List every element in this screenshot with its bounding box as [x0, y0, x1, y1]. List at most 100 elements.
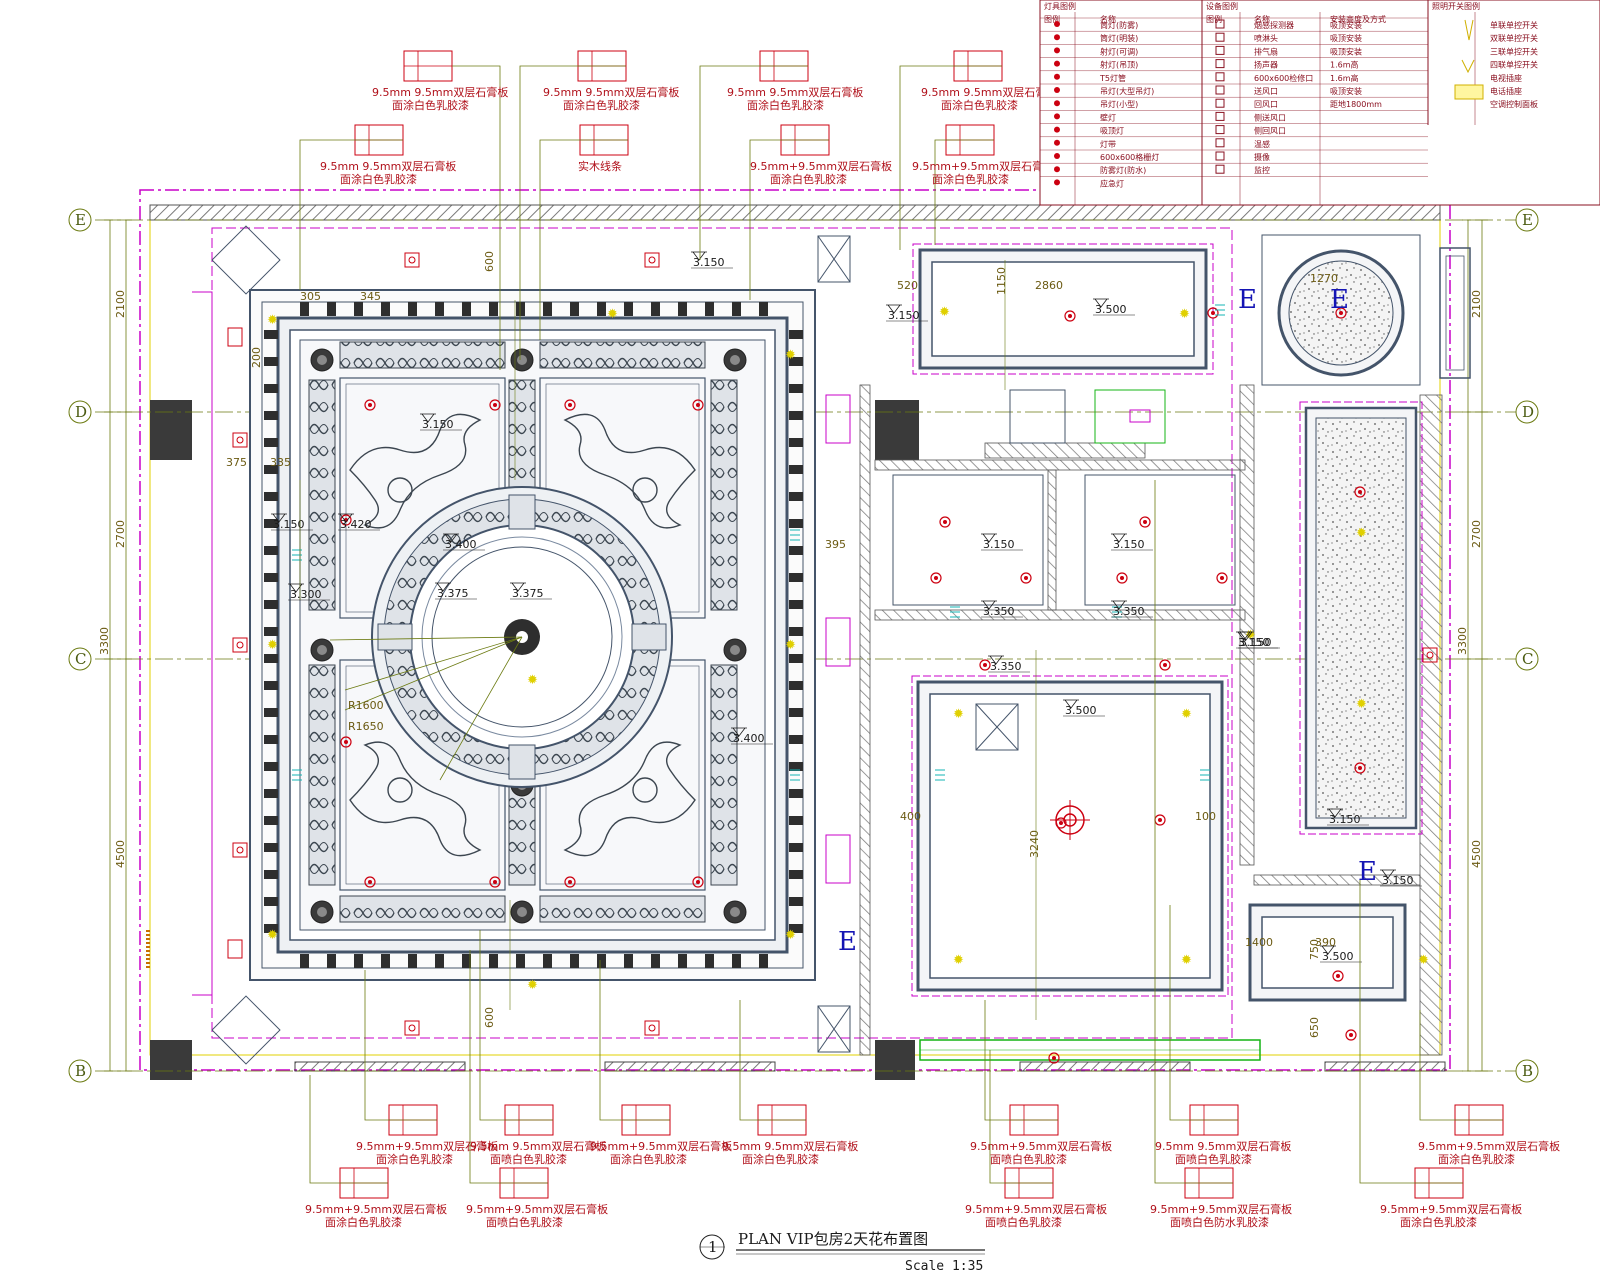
dim-left-1: 2100 [114, 290, 127, 318]
legend-device-height: 吸顶安装 [1330, 33, 1362, 43]
callout-material: 9.5mm 9.5mm双层石膏板 [372, 85, 508, 99]
plan-dimension: R1600 [348, 699, 384, 712]
plan-dimension: 400 [900, 810, 921, 823]
legend-device-item: 排气扇 [1254, 46, 1278, 56]
svg-text:✹: ✹ [1418, 953, 1429, 968]
svg-text:✹: ✹ [1245, 628, 1256, 643]
callout-material: 9.5mm 9.5mm双层石膏板 [320, 159, 456, 173]
callout-finish: 面涂白色乳胶漆 [610, 1152, 687, 1166]
callout-finish: 面涂白色乳胶漆 [1400, 1215, 1477, 1229]
callout-finish: 面涂白色乳胶漆 [747, 98, 824, 112]
callout-finish: 面涂白色乳胶漆 [742, 1152, 819, 1166]
level-value: 3.350 [990, 660, 1022, 673]
plan-dimension: 375 [226, 456, 247, 469]
level-marker: 3.500 [1320, 945, 1362, 963]
plan-dimension: 335 [270, 456, 291, 469]
wall-niches [192, 225, 281, 1065]
grid-bubble: C [68, 647, 92, 671]
grid-bubble: E [68, 208, 92, 232]
callout-material: 9.5mm+9.5mm双层石膏板 [466, 1202, 608, 1216]
legend-switch-item: 电视插座 [1490, 73, 1522, 83]
legend-switch-item: 空调控制面板 [1490, 99, 1538, 109]
plan-dimension: 200 [250, 347, 263, 368]
grid-label: D [1522, 403, 1534, 421]
central-dome [329, 486, 673, 788]
callout-finish: 面涂白色乳胶漆 [340, 172, 417, 186]
svg-text:✹: ✹ [267, 638, 278, 653]
plan-dimension: 750 [1308, 939, 1321, 960]
callout-material: 9.5mm 9.5mm双层石膏板 [1155, 1139, 1291, 1153]
callout-finish: 面喷白色乳胶漆 [1175, 1152, 1252, 1166]
level-marker: 3.400 [731, 727, 773, 745]
legend-switch-item: 三联单控开关 [1490, 46, 1538, 56]
callout-finish: 面涂白色乳胶漆 [941, 98, 1018, 112]
legend-header-switches: 照明开关图例 [1432, 1, 1480, 11]
callout-material: 9.5mm+9.5mm双层石膏板 [912, 159, 1054, 173]
svg-text:✹: ✹ [1356, 697, 1367, 712]
level-marker: 3.150 [1327, 808, 1369, 826]
legend-lamp-item: 灯带 [1100, 139, 1116, 149]
plan-dimension: 2860 [1035, 279, 1063, 292]
legend-device-item: 监控 [1254, 165, 1270, 175]
plan-dimension: R1650 [348, 720, 384, 733]
corridor-ceiling [1299, 401, 1423, 835]
column [875, 1040, 915, 1080]
callout-finish: 面喷白色防水乳胶漆 [1170, 1215, 1269, 1229]
drawing-title: PLAN VIP包房2天花布置图 [738, 1230, 928, 1248]
legend-lamp-item: 吸顶灯 [1100, 126, 1124, 136]
level-value: 3.150 [983, 538, 1015, 551]
callout-material: 9.5mm+9.5mm双层石膏板 [305, 1202, 447, 1216]
svg-text:✹: ✹ [939, 305, 950, 320]
callout-material: 实木线条 [578, 159, 622, 173]
level-marker: 3.350 [981, 600, 1023, 618]
level-marker: 3.150 [691, 251, 733, 269]
equipment-tag: E [1358, 857, 1377, 887]
grid-bubble: C [1515, 647, 1539, 671]
plan-dimension: 1150 [995, 267, 1008, 295]
callout-finish: 面涂白色乳胶漆 [932, 172, 1009, 186]
level-marker: 3.500 [1093, 298, 1135, 316]
grid-label: C [1522, 650, 1533, 668]
grid-label: C [75, 650, 86, 668]
level-marker: 3.150 [271, 513, 313, 531]
callout-material: 9.5mm+9.5mm双层石膏板 [590, 1139, 732, 1153]
legend-device-item: 侧回风口 [1254, 126, 1286, 136]
legend-lamp-item: 应急灯 [1100, 178, 1124, 188]
level-value: 3.420 [340, 518, 372, 531]
level-marker: 3.300 [288, 583, 330, 601]
svg-text:✹: ✹ [1179, 307, 1190, 322]
lower-right-room [1248, 903, 1407, 1002]
callout-material: 9.5mm+9.5mm双层石膏板 [970, 1139, 1112, 1153]
light-fixtures: ✹✹✹✹✹✹✹✹✹✹✹✹✹✹✹✹✹✹✹ [146, 252, 1438, 1064]
level-marker: 3.150 [886, 304, 928, 322]
callout-material: 9.5mm+9.5mm双层石膏板 [1418, 1139, 1560, 1153]
legend-lamp-item: T5灯管 [1099, 73, 1126, 83]
dim-left-2: 2700 [114, 520, 127, 548]
level-value: 3.150 [273, 518, 305, 531]
partition-walls [859, 384, 1443, 1056]
legend-lamp-item: 射灯(可调) [1100, 46, 1138, 56]
svg-text:✹: ✹ [527, 978, 538, 993]
legend-lamp-item: 吊灯(大型吊灯) [1100, 86, 1154, 96]
plan-dimension: 3240 [1028, 830, 1041, 858]
plan-dimension: 305 [300, 290, 321, 303]
dimension-texts: 2100 2700 3300 4500 2100 2700 3300 4500 [98, 290, 1483, 868]
legend-device-height: 吸顶安装 [1330, 86, 1362, 96]
structural-columns [150, 400, 919, 1080]
dim-right-1: 2100 [1470, 290, 1483, 318]
level-value: 3.300 [290, 588, 322, 601]
legend-device-item: 摄像 [1254, 152, 1270, 162]
title-block: 1 PLAN VIP包房2天花布置图 Scale 1:35 [699, 1230, 985, 1274]
legend-device-item: 600x600检修口 [1254, 73, 1313, 83]
legend-lamp-item: 射灯(吊顶) [1100, 60, 1138, 70]
callout-material: 9.5mm+9.5mm双层石膏板 [356, 1139, 498, 1153]
svg-text:✹: ✹ [953, 953, 964, 968]
ornament-bands [308, 341, 738, 923]
level-value: 3.150 [888, 309, 920, 322]
level-marker: 3.500 [1063, 699, 1105, 717]
